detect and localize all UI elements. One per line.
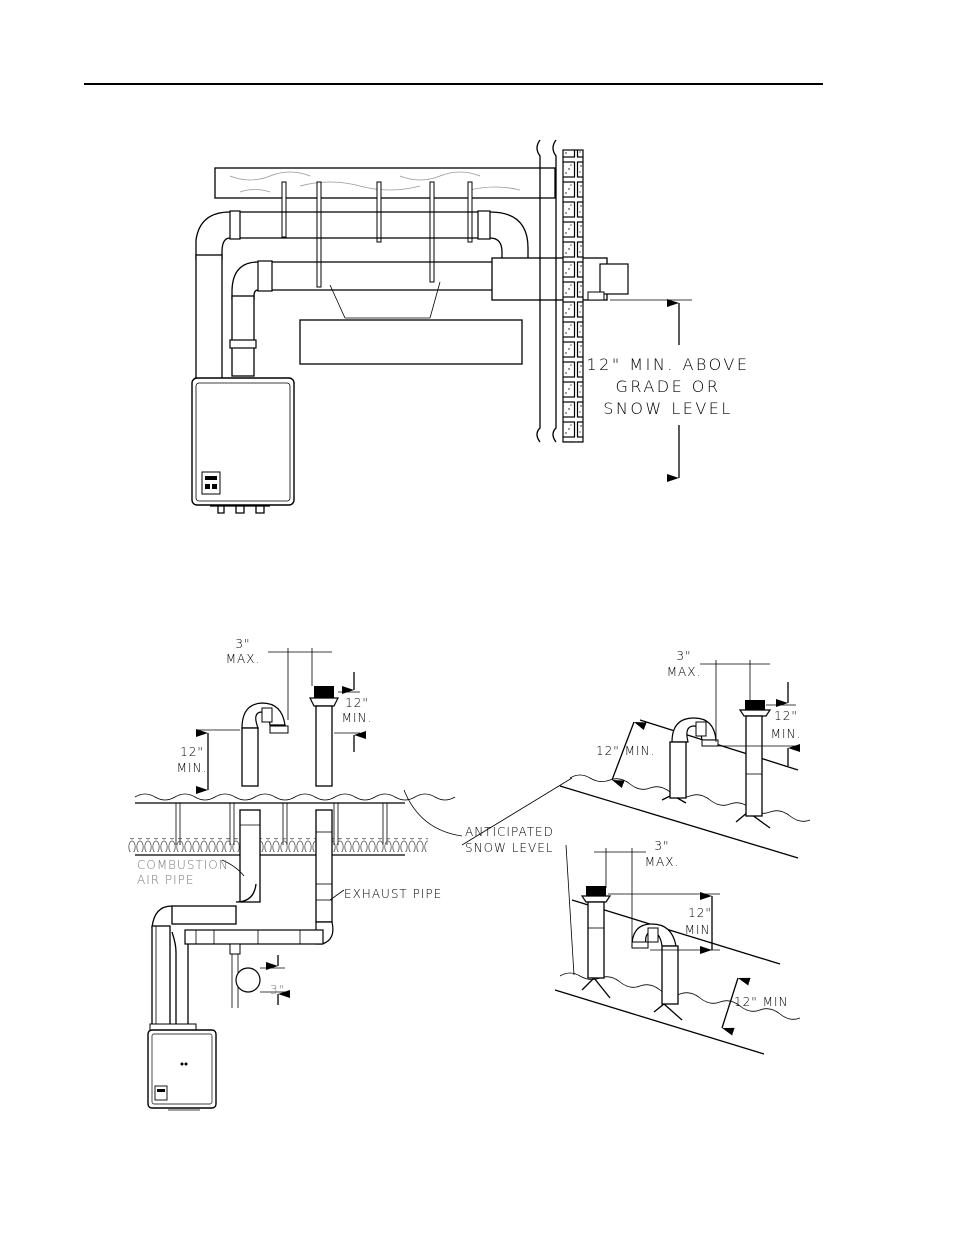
grade-label-line2: GRADE OR — [615, 377, 720, 396]
small-dim-label: 3" — [270, 983, 285, 997]
upper-max-line1: 3" — [676, 649, 691, 663]
horizontal-run — [152, 884, 323, 1024]
top-figure: 12" MIN. ABOVE GRADE OR SNOW LEVEL — [192, 140, 749, 513]
vertical-exhaust-pipe — [232, 296, 254, 376]
lower-min-line2: MIN. — [685, 923, 716, 937]
water-heater-unit — [192, 378, 294, 513]
lower-max-line1: 3" — [654, 839, 669, 853]
anticipated-label-line1: ANTICIPATED — [465, 825, 554, 839]
lower-min-line1: 12" — [688, 906, 712, 920]
min-left-line2: MIN. — [177, 761, 208, 775]
small-water-heater — [148, 1024, 216, 1110]
upper-horizontal-pipe — [196, 211, 528, 262]
anticipated-label-line2: SNOW LEVEL — [465, 841, 553, 855]
min-left-line1: 12" — [180, 745, 204, 759]
heater-vertical-pipe — [152, 926, 170, 1026]
callout-box — [300, 320, 522, 364]
combustion-label-line1: COMBUSTION — [137, 858, 229, 872]
upper-min-right-line2: MIN. — [771, 727, 802, 741]
exhaust-pipe-label: EXHAUST PIPE — [344, 887, 442, 901]
grade-label-line3: SNOW LEVEL — [603, 399, 733, 418]
lower-min-right-label: 12" MIN — [734, 995, 788, 1009]
vertical-air-pipe — [196, 255, 222, 380]
min-right-line2: MIN. — [342, 711, 373, 725]
combustion-label-line2: AIR PIPE — [137, 873, 195, 887]
concentric-termination — [492, 258, 628, 300]
lower-max-line2: MAX. — [645, 855, 680, 869]
upper-max-line2: MAX. — [667, 665, 702, 679]
upper-roof-pipes — [670, 700, 770, 816]
lower-roof-pipes — [582, 886, 678, 1004]
insulation — [128, 838, 428, 852]
ceiling-joist — [215, 168, 555, 198]
grade-label-line1: 12" MIN. ABOVE — [587, 355, 750, 374]
max-3-line2: MAX. — [226, 652, 261, 666]
upper-min-right-line1: 12" — [774, 709, 798, 723]
min-right-line1: 12" — [345, 696, 369, 710]
upper-min-left-label: 12" MIN. — [596, 744, 655, 758]
max-3-line1: 3" — [235, 637, 250, 651]
lower-horizontal-pipe — [232, 261, 495, 300]
callout-leader — [330, 282, 440, 318]
bottom-left-figure: 3" MAX. 12" MIN. 12" MIN. COMBUSTION AIR… — [128, 637, 554, 1110]
